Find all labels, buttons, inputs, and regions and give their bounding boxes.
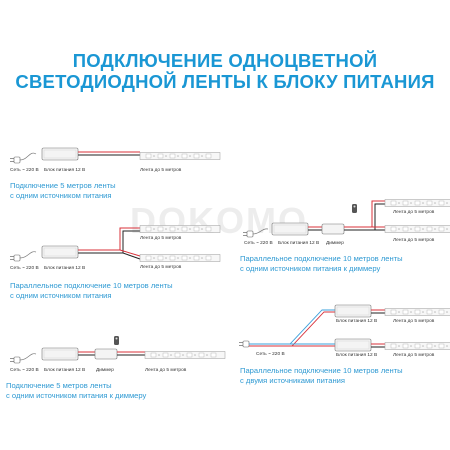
strip-label: Лента до 5 метров [140,168,182,173]
diagram-2-caption-line-2: с одним источником питания [10,291,112,300]
strip-label: Лента до 5 метров [140,236,182,241]
diagram-5-caption-line-2: с двумя источниками питания [240,376,346,385]
diagram-3-wiring [9,336,226,364]
dimmer-icon [321,223,345,235]
strip-label: Лента до 5 метров [145,368,187,373]
mains-label: Сеть ~ 220 В [10,266,39,271]
led-strip-icon [384,308,450,316]
mains-label: Сеть ~ 220 В [256,352,285,357]
led-strip-icon [384,225,450,233]
psu-label: Блок питания 12 В [44,266,86,271]
dimmer-label: Диммер [96,368,114,373]
power-supply-icon [334,338,372,352]
strip-label: Лента до 5 метров [393,238,435,243]
power-supply-icon [41,245,79,259]
led-strip-icon [384,342,450,350]
strip-label: Лента до 5 метров [140,265,182,270]
mains-label: Сеть ~ 220 В [244,241,273,246]
power-supply-icon [271,222,309,236]
diagram-1-wiring [9,147,221,164]
power-supply-icon [41,347,79,361]
led-strip-icon [384,199,450,207]
psu-label: Блок питания 12 В [44,368,86,373]
page-title-line-1: ПОДКЛЮЧЕНИЕ ОДНОЦВЕТНОЙ [72,50,378,71]
mains-label: Сеть ~ 220 В [10,168,39,173]
plug-icon [9,356,21,364]
mains-label: Сеть ~ 220 В [10,368,39,373]
plug-icon [9,254,21,262]
page-title-line-2: СВЕТОДИОДНОЙ ЛЕНТЫ К БЛОКУ ПИТАНИЯ [15,71,435,92]
plug-icon [242,230,254,238]
strip-label: Лента до 5 метров [393,353,435,358]
diagram-1-caption-line-2: с одним источником питания [10,191,112,200]
strip-label: Лента до 5 метров [393,319,435,324]
dimmer-label: Диммер [326,241,344,246]
diagram-4-caption-line-2: с одним источником питания к диммеру [240,264,381,273]
strip-label: Лента до 5 метров [393,210,435,215]
remote-icon [114,336,119,345]
remote-icon [352,204,357,213]
psu-label: Блок питания 12 В [336,319,378,324]
plug-icon [9,156,21,164]
diagram-5-caption-line-1: Параллельное подключение 10 метров ленты [240,366,403,375]
diagram-5-wiring [238,304,450,352]
diagram-3-caption-line-2: с одним источником питания к диммеру [6,391,147,400]
dimmer-icon [94,348,118,360]
diagram-2-wiring [9,225,221,262]
plug-icon [238,340,250,348]
led-strip-icon [139,152,221,160]
led-strip-icon [139,225,221,233]
power-supply-icon [41,147,79,161]
diagram-1-caption-line-1: Подключение 5 метров ленты [10,181,116,190]
psu-label: Блок питания 12 В [44,168,86,173]
power-supply-icon [334,304,372,318]
diagram-4-wiring [242,199,450,238]
diagram-4-caption-line-1: Параллельное подключение 10 метров ленты [240,254,403,263]
psu-label: Блок питания 12 В [278,241,320,246]
diagram-3-caption-line-1: Подключение 5 метров ленты [6,381,112,390]
led-strip-icon [144,351,226,359]
psu-label: Блок питания 12 В [336,353,378,358]
led-strip-icon [139,254,221,262]
diagram-2-caption-line-1: Параллельное подключение 10 метров ленты [10,281,173,290]
